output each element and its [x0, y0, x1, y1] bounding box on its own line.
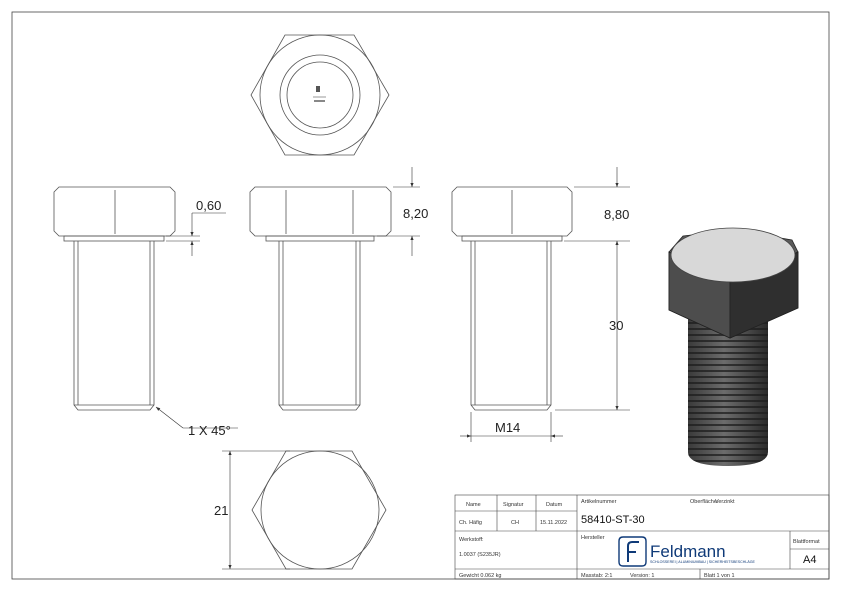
dim-head-total-label: 8,80: [604, 207, 629, 222]
tb-datum-value: 15.11.2022: [540, 520, 567, 526]
tb-oberflaeche-label: Oberfläche:: [690, 499, 719, 505]
dim-thread-label: M14: [495, 420, 520, 435]
tb-gewicht: Gewicht 0.062 kg: [459, 573, 502, 579]
dim-head-height: [377, 167, 420, 256]
bottom-view: [251, 450, 387, 570]
tb-signatur-label: Signatur: [503, 502, 524, 508]
logo-text: Feldmann: [650, 542, 726, 561]
front-view-right: [451, 186, 573, 411]
dim-collar-label: 0,60: [196, 198, 221, 213]
tb-signatur-value: CH: [511, 520, 519, 526]
logo-tagline: SCHLOSSEREI | ALUMINIUMBAU | SICHERHEITS…: [650, 560, 756, 564]
tb-version: Version: 1: [630, 573, 654, 579]
tb-massstab: Masstab: 2:1: [581, 573, 613, 579]
tb-oberflaeche-value: Verzinkt: [715, 499, 735, 505]
bolt-3d-render: [668, 227, 799, 466]
dim-shank-length-label: 30: [609, 318, 623, 333]
dim-across-flats: [222, 450, 290, 570]
dim-chamfer: [155, 406, 238, 429]
dim-head-height-label: 8,20: [403, 206, 428, 221]
dim-across-flats-label: 21: [214, 503, 228, 518]
feldmann-logo: [618, 536, 647, 567]
tb-datum-label: Datum: [546, 502, 563, 508]
dim-chamfer-label: 1 X 45°: [188, 423, 231, 438]
tb-blattformat-label: Blattformat: [793, 539, 820, 545]
top-view: [250, 34, 390, 156]
title-block: [454, 494, 830, 580]
tb-artikel-label: Artikelnummer: [581, 499, 617, 505]
tb-werkstoff-value: 1.0037 (S235JR): [459, 552, 501, 558]
tb-name-value: Ch. Häfig: [459, 520, 482, 526]
dim-thread: [460, 412, 563, 442]
tb-blatt: Blatt 1 von 1: [704, 573, 735, 579]
front-view-middle: [249, 186, 392, 411]
dim-collar: [166, 212, 226, 256]
tb-name-label: Name: [466, 502, 481, 508]
dim-head-total: [555, 167, 630, 411]
front-view-left: [53, 186, 176, 411]
tb-werkstoff-label: Werkstoff:: [459, 537, 484, 543]
tb-blattformat-value: A4: [803, 554, 816, 566]
drawing-border: [11, 11, 830, 580]
tb-hersteller-label: Hersteller: [581, 535, 605, 541]
tb-artikel-value: 58410-ST-30: [581, 514, 645, 526]
